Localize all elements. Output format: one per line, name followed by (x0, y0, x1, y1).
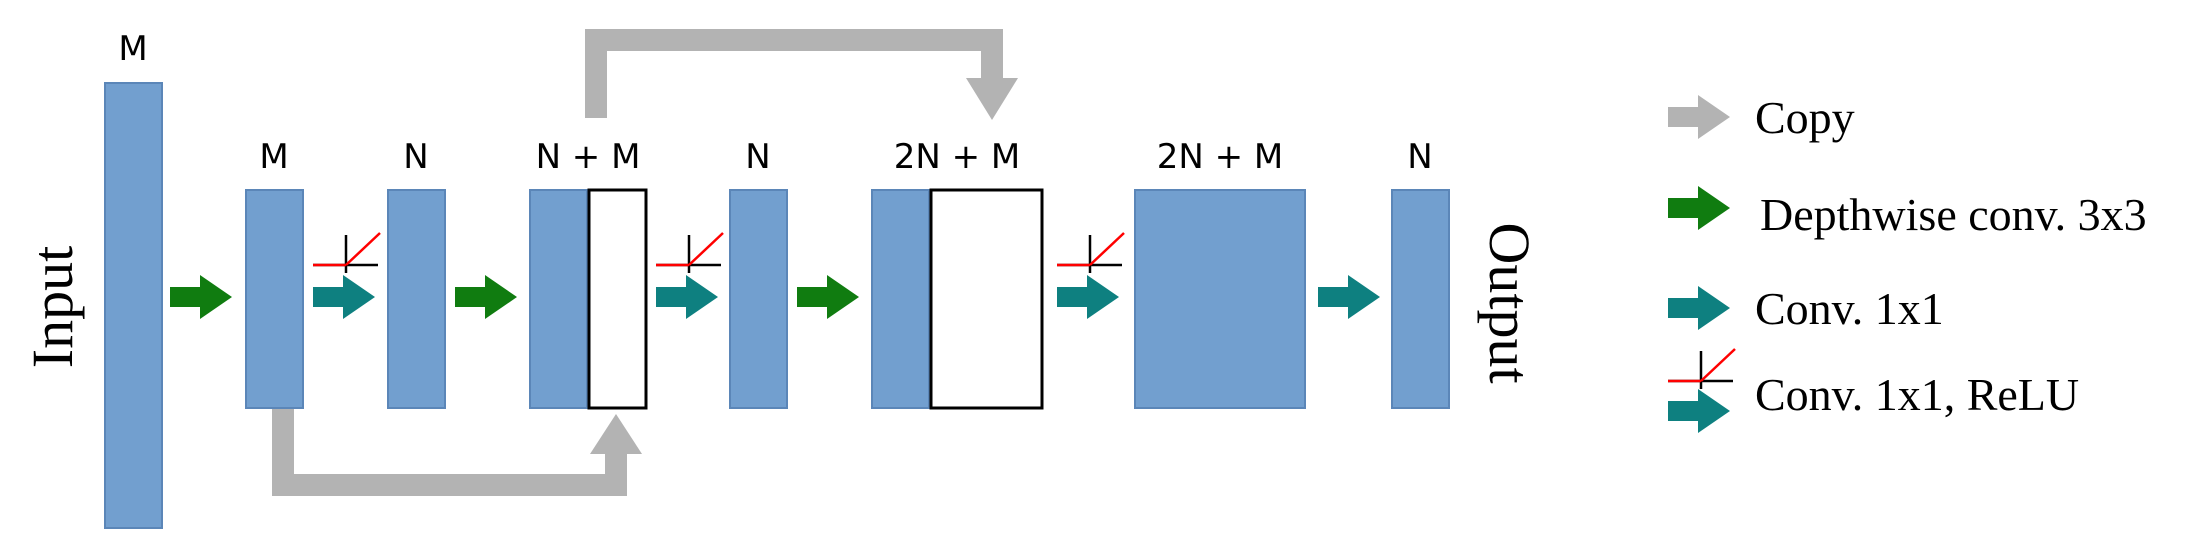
relu-icon (1666, 347, 1737, 391)
block-2n-plus-m-copied (929, 188, 1044, 410)
block-n-plus-m-copied (587, 188, 648, 410)
block-input-m (104, 82, 163, 529)
relu-teal-arrow-icon (1668, 389, 1730, 433)
block-2n-plus-m-filled (871, 189, 930, 409)
depthwise-arrow-icon (455, 275, 517, 319)
legend-relu-label: Conv. 1x1, ReLU (1755, 369, 2079, 420)
green-arrow-icon (1668, 186, 1730, 230)
legend-copy-label: Copy (1755, 92, 1855, 143)
block-label-input: M (118, 29, 147, 69)
conv1x1-arrow-icon (656, 275, 718, 319)
input-label: Input (20, 246, 85, 368)
conv1x1-arrow-icon (1318, 275, 1380, 319)
block-label-n-1: N (403, 137, 428, 177)
relu-icon (1055, 231, 1126, 275)
block-output-n (1391, 189, 1450, 409)
block-n-1 (387, 189, 446, 409)
block-label-2n-plus-m-1: 2N + M (894, 137, 1021, 177)
conv1x1-arrow-icon (1057, 275, 1119, 319)
copy-connection-top (585, 29, 1018, 120)
depthwise-arrow-icon (797, 275, 859, 319)
block-n-2 (729, 189, 788, 409)
block-label-n-plus-m: N + M (536, 137, 641, 177)
legend: Copy Depthwise conv. 3x3 Conv. 1x1 Conv.… (1666, 92, 2147, 433)
relu-icon (654, 231, 725, 275)
depthwise-arrow-icon (170, 275, 232, 319)
teal-arrow-icon (1668, 286, 1730, 330)
legend-conv-label: Conv. 1x1 (1755, 283, 1944, 334)
block-label-n-output: N (1407, 137, 1432, 177)
block-label-2n-plus-m-2: 2N + M (1157, 137, 1284, 177)
gray-arrow-icon (1668, 95, 1730, 139)
block-m (245, 189, 304, 409)
relu-icon (311, 231, 382, 275)
legend-depthwise-label: Depthwise conv. 3x3 (1760, 189, 2147, 240)
copy-connection-bottom (272, 408, 642, 496)
block-label-n-2: N (745, 137, 770, 177)
block-label-m: M (259, 137, 288, 177)
conv1x1-arrow-icon (313, 275, 375, 319)
block-2n-plus-m-dense (1134, 189, 1306, 409)
output-label: Output (1477, 222, 1542, 383)
block-n-plus-m-filled (529, 189, 588, 409)
